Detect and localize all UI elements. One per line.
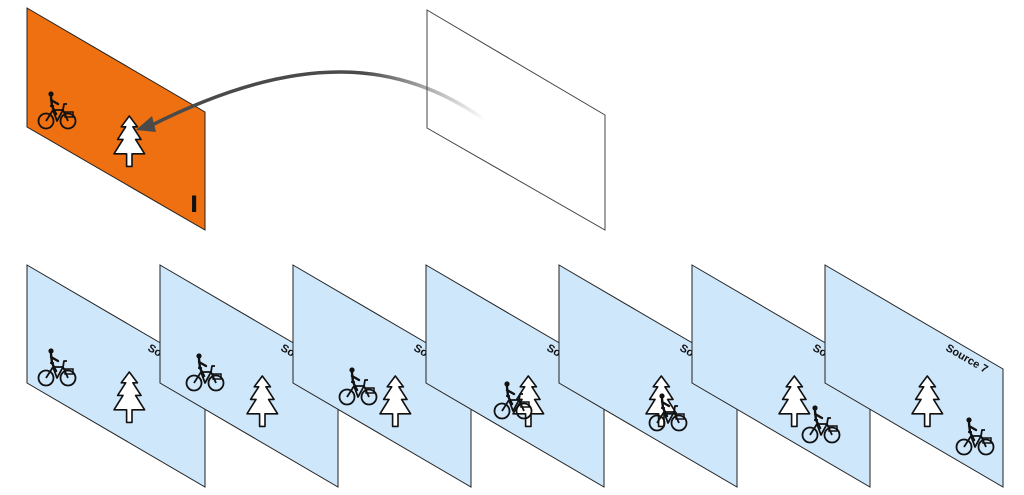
target-panel: I [26,7,206,231]
target-marker-label: I [190,193,198,218]
move-arrow [136,70,487,132]
empty-panel [426,9,606,231]
source-panel-7: Source 7 [824,264,1004,488]
